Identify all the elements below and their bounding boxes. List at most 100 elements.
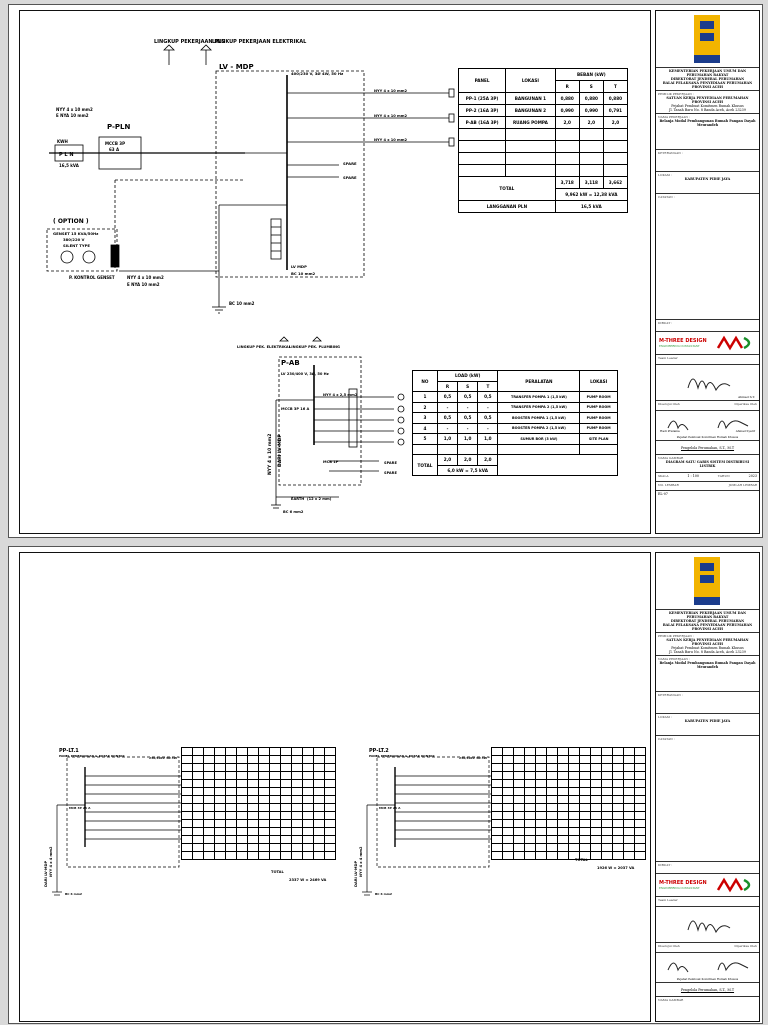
schedule-cell (313, 747, 325, 756)
schedule-cell (524, 811, 536, 820)
schedule-cell (568, 851, 580, 860)
label-pplt2-total-value: 1926 W = 2037 VA (597, 866, 635, 870)
schedule-cell (225, 795, 237, 804)
label-genset-2: 380/220 V (63, 237, 85, 242)
schedule-cell (623, 811, 635, 820)
schedule-cell (502, 747, 514, 756)
table-row (181, 827, 336, 836)
schedule-cell (491, 747, 503, 756)
circuit-schedule-1 (181, 747, 336, 860)
title-block: KEMENTERIAN PEKERJAAN UMUM DAN PERUMAHAN… (655, 552, 760, 1022)
schedule-cell (291, 811, 303, 820)
schedule-cell (557, 795, 569, 804)
schedule-cell (524, 819, 536, 828)
schedule-cell (634, 851, 646, 860)
schedule-cell (236, 747, 248, 756)
schedule-cell (280, 843, 292, 852)
schedule-cell (535, 779, 547, 788)
schedule-cell (601, 803, 613, 812)
location-block: LOKASI : KABUPATEN PIDIE JAYA (656, 172, 759, 194)
schedule-cell (623, 835, 635, 844)
table-total-row: TOTAL 3,718 3,118 3,662 (458, 176, 629, 201)
work-name-block: NAMA PEKERJAAN : Belanja Modal Pembangun… (656, 114, 759, 150)
schedule-cell (258, 771, 270, 780)
schedule-cell (524, 843, 536, 852)
schedule-cell (546, 851, 558, 860)
table-row (491, 763, 646, 772)
schedule-cell (258, 811, 270, 820)
label-pab-cable: NYY 4 x 2,5 mm2 (323, 393, 358, 397)
schedule-cell (623, 843, 635, 852)
agency-block: KEMENTERIAN PEKERJAAN UMUM DAN PERUMAHAN… (656, 610, 759, 633)
schedule-cell (568, 763, 580, 772)
schedule-cell (546, 811, 558, 820)
schedule-cell (557, 819, 569, 828)
label-pplt1-cable: NYY 4 x 4 mm2 (49, 846, 53, 877)
schedule-cell (225, 787, 237, 796)
schedule-cell (203, 747, 215, 756)
drawing-sheet-1: LINGKUP PEKERJAAN PLN LINGKUP PEKERJAAN … (8, 4, 763, 538)
label-genset-panel: P. KONTROL GENSET (69, 275, 115, 280)
employer-block: PEMILIK PEKERJAAN : SATUAN KERJA PENYEDI… (656, 91, 759, 114)
schedule-cell (192, 795, 204, 804)
schedule-cell (623, 819, 635, 828)
schedule-cell (546, 755, 558, 764)
schedule-cell (535, 795, 547, 804)
schedule-cell (192, 787, 204, 796)
schedule-cell (623, 771, 635, 780)
table-row (491, 851, 646, 860)
schedule-cell (623, 851, 635, 860)
drawing-frame (19, 552, 651, 1022)
schedule-cell (291, 779, 303, 788)
schedule-cell (247, 843, 259, 852)
schedule-cell (601, 843, 613, 852)
schedule-cell (535, 819, 547, 828)
schedule-cell (324, 835, 336, 844)
schedule-cell (258, 755, 270, 764)
schedule-cell (579, 819, 591, 828)
schedule-cell (324, 771, 336, 780)
schedule-cell (269, 755, 281, 764)
schedule-cell (601, 755, 613, 764)
schedule-cell (491, 835, 503, 844)
table-row (491, 843, 646, 852)
schedule-cell (280, 811, 292, 820)
table-row: 2---TRANSFER POMPA 2 (1,5 kW)PUMP ROOM (412, 401, 618, 413)
table-row (181, 843, 336, 852)
schedule-cell (590, 771, 602, 780)
schedule-cell (601, 747, 613, 756)
schedule-cell (623, 795, 635, 804)
label-pab-vertical-cable: NYY 4 x 10 mm2 (267, 434, 273, 475)
label-cable-gen2: E NYA 10 mm2 (127, 282, 160, 287)
table-row (181, 811, 336, 820)
schedule-cell (590, 803, 602, 812)
schedule-cell (524, 803, 536, 812)
schedule-cell (214, 763, 226, 772)
schedule-cell (214, 803, 226, 812)
schedule-cell (568, 747, 580, 756)
schedule-cell (291, 835, 303, 844)
schedule-cell (612, 795, 624, 804)
schedule-cell (313, 771, 325, 780)
schedule-cell (513, 811, 525, 820)
schedule-cell (546, 795, 558, 804)
label-pplt2-supply: 230/400V 3Ø 4W (459, 755, 488, 760)
table-row: PP-1 (25A 3P) BANGUNAN 1 0,880 0,880 0,8… (457, 92, 629, 105)
schedule-cell (236, 827, 248, 836)
schedule-cell (214, 843, 226, 852)
label-cable-in2: E NYA 10 mm2 (56, 113, 89, 118)
schedule-cell (513, 747, 525, 756)
schedule-cell (535, 811, 547, 820)
schedule-cell (601, 811, 613, 820)
schedule-cell (491, 819, 503, 828)
schedule-cell (535, 827, 547, 836)
label-pplt1-total-value: 2337 W = 2469 VA (289, 878, 327, 882)
schedule-cell (612, 771, 624, 780)
schedule-cell (590, 755, 602, 764)
schedule-cell (557, 843, 569, 852)
m-three-logo-icon (716, 877, 751, 893)
title-block: KEMENTERIAN PEKERJAAN UMUM DAN PERUMAHAN… (655, 10, 760, 534)
schedule-cell (258, 779, 270, 788)
schedule-cell (302, 771, 314, 780)
schedule-cell (557, 747, 569, 756)
